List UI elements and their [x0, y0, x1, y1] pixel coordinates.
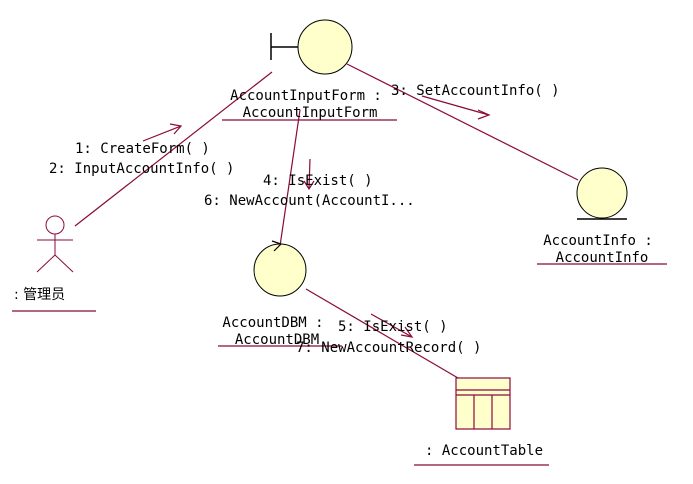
arrow-msg-1-2: [142, 123, 183, 142]
message-arrows: [142, 95, 491, 338]
link-dbm-table: [305, 288, 459, 379]
actor-name: : 管理员: [14, 287, 66, 303]
arrow-msg-3: [421, 95, 491, 120]
message-7: 7: NewAccountRecord( ): [296, 340, 482, 356]
control-icon[interactable]: [253, 240, 307, 297]
actor-stick-figure-icon[interactable]: [36, 215, 74, 273]
dbm-name-line1: AccountDBM :: [222, 315, 324, 331]
message-2: 2: InputAccountInfo( ): [49, 161, 235, 177]
arrow-msg-4-6: [303, 158, 315, 191]
info-name-line1: AccountInfo :: [543, 233, 653, 249]
links: [74, 63, 579, 379]
boundary-icon[interactable]: [270, 19, 353, 75]
form-name-line1: AccountInputForm :: [230, 88, 382, 104]
entity-icon[interactable]: [576, 167, 628, 220]
message-3: 3: SetAccountInfo( ): [391, 83, 560, 99]
message-5: 5: IsExist( ): [338, 319, 448, 335]
dbm-name-line2: AccountDBM: [234, 332, 320, 348]
arrow-msg-5-7: [370, 313, 414, 338]
message-6: 6: NewAccount(AccountI...: [204, 193, 415, 209]
message-4: 4: IsExist( ): [263, 173, 373, 189]
message-1: 1: CreateForm( ): [75, 141, 210, 157]
name-underlines: [12, 119, 667, 466]
table-name: : AccountTable: [425, 443, 544, 459]
form-name-line2: AccountInputForm: [242, 105, 378, 121]
link-actor-form: [74, 71, 273, 227]
table-icon[interactable]: [455, 377, 511, 430]
link-form-dbm: [279, 109, 301, 247]
link-form-info: [346, 63, 579, 181]
info-name-line2: AccountInfo: [555, 250, 649, 266]
